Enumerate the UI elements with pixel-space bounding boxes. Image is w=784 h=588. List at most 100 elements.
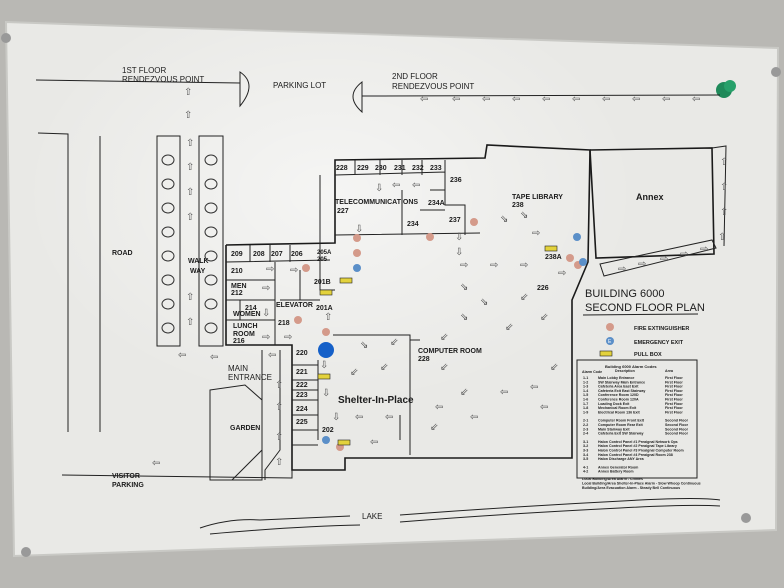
evacuation-arrow-icon: ⇨ [700, 244, 708, 255]
alarm-cell: Halon Control Panel #4 Preaignal Room 23… [598, 453, 673, 457]
fire-extinguisher-icon [566, 254, 574, 262]
evacuation-arrow-icon: ⇧ [720, 182, 728, 193]
alarm-cell: Second Floor [665, 432, 689, 436]
evacuation-arrow-icon: ⇘ [360, 340, 368, 351]
alarm-cell: Conference Room 120D [598, 393, 639, 397]
evacuation-arrow-icon: ⇨ [532, 228, 540, 239]
alarm-cell: First Floor [665, 380, 683, 384]
evacuation-arrow-icon: ⇨ [558, 268, 566, 279]
room-237: 237 [449, 217, 461, 224]
tree-icon [161, 226, 175, 238]
evacuation-arrow-icon: ⇩ [455, 232, 463, 243]
alarm-cell: Halon Control Panel #1 Preaignal Network… [598, 440, 678, 444]
alarm-cell: Halon Discharge ANY Area [598, 457, 645, 461]
evacuation-arrow-icon: ⇧ [186, 212, 194, 223]
alarm-cell: Computer Room Front Exit [598, 419, 645, 423]
evacuation-arrow-icon: ⇙ [440, 332, 448, 343]
parking-lot-label: PARKING LOT [273, 81, 326, 90]
alarm-cell: Halon Control Panel #2 Preaignal Tape Li… [598, 444, 677, 448]
tree-icon [161, 178, 175, 190]
evacuation-arrow-icon: ⇙ [390, 337, 398, 348]
room-214: 214 [245, 305, 257, 312]
evacuation-arrow-icon: ⇙ [550, 362, 558, 373]
room-233: 233 [430, 165, 442, 172]
alarm-cell: Cafeteria Area East Exit [598, 385, 639, 389]
evacuation-arrow-icon: ⇙ [540, 312, 548, 323]
evacuation-arrow-icon: ⇨ [284, 332, 292, 343]
second-floor-rendezvous-label: 2ND FLOOR [392, 72, 438, 81]
pull-box-icon [599, 350, 613, 357]
alarm-cell: Annex Generator Room [598, 465, 638, 469]
alarm-cell: Cafeteria Exit East Stairway [598, 389, 645, 393]
pull-box-icon [337, 439, 351, 446]
evacuation-arrow-icon: ⇙ [440, 362, 448, 373]
evacuation-arrow-icon: ⇦ [632, 94, 640, 105]
evacuation-arrow-icon: ⇨ [262, 332, 270, 343]
alarm-cell: First Floor [665, 406, 683, 410]
pull-box-icon [317, 373, 331, 380]
emergency-exit-icon [606, 337, 614, 345]
alarm-cell: Main Lobby Entrance [598, 376, 634, 380]
evacuation-arrow-icon: ⇦ [470, 412, 478, 423]
evacuation-arrow-icon: ⇙ [380, 362, 388, 373]
evacuation-arrow-icon: ⇦ [572, 94, 580, 105]
alarm-cell: 3-5 [583, 457, 588, 461]
evacuation-arrow-icon: ⇩ [332, 412, 340, 423]
fire-extinguisher-icon [322, 328, 330, 336]
blue-pushpin [318, 342, 334, 358]
fire-extinguisher-icon [294, 316, 302, 324]
alarm-cell: First Floor [665, 398, 683, 402]
evacuation-arrow-icon: ⇘ [480, 297, 488, 308]
room-230: 230 [375, 165, 387, 172]
mens-room: MEN [231, 283, 247, 290]
tree-icon [161, 202, 175, 214]
alarm-footer: Local Building/Area Alarm - Chimes [582, 477, 643, 481]
alarm-cell: 2-1 [583, 419, 588, 423]
evacuation-arrow-icon: ⇦ [392, 180, 400, 191]
room-234a: 234A [428, 200, 445, 207]
visitor-parking-label: PARKING [112, 482, 144, 489]
evacuation-arrow-icon: ⇧ [720, 157, 728, 168]
alarm-table-title: Building 6000 Alarm Codes [605, 364, 657, 369]
tree-icon [161, 322, 175, 334]
room-224: 224 [296, 406, 308, 413]
evacuation-arrow-icon: ⇦ [355, 412, 363, 423]
tape-library-label: TAPE LIBRARY [512, 194, 563, 201]
alarm-cell: First Floor [665, 376, 683, 380]
evacuation-arrow-icon: ⇨ [618, 264, 626, 275]
road: ROAD [37, 132, 133, 432]
evacuation-arrow-icon: ⇦ [435, 402, 443, 413]
lunch-room: LUNCH [233, 323, 258, 330]
evacuation-arrow-icon: ⇧ [186, 317, 194, 328]
evacuation-arrow-icon: ⇧ [275, 432, 283, 443]
second-floor-rendezvous-label: RENDEZVOUS POINT [392, 82, 474, 91]
screw-icon [741, 513, 751, 523]
alarm-cell: Second Floor [665, 423, 689, 427]
alarm-cell: Computer Room Rear Exit [598, 423, 644, 427]
alarm-cell: First Floor [665, 389, 683, 393]
alarm-cell: 1-9 [583, 410, 588, 414]
alarm-header: Description [615, 369, 635, 373]
room-201a: 201A [316, 305, 333, 312]
alarm-cell: 1-8 [583, 406, 588, 410]
screw-icon [21, 547, 31, 557]
evacuation-arrow-icon: ⇨ [460, 260, 468, 271]
evacuation-arrow-icon: ⇨ [520, 260, 528, 271]
alarm-cell: 1-2 [583, 380, 588, 384]
evacuation-arrow-icon: ⇧ [186, 292, 194, 303]
room-229: 229 [357, 165, 369, 172]
room-202: 202 [322, 427, 334, 434]
evacuation-arrow-icon: ⇧ [275, 380, 283, 391]
evacuation-arrow-icon: ⇙ [520, 292, 528, 303]
emergency-exit-icon [573, 233, 581, 241]
alarm-cell: Cafeteria Exit SW Stairway [598, 432, 644, 436]
plan-symbols: ⇧⇧⇧⇧⇧⇧⇧⇧⇦⇦⇦⇦⇦⇦⇦⇦⇦⇦⇩⇦⇦⇩⇩⇩⇘⇘⇨⇨⇨⇨⇨⇨⇨⇨⇨⇨⇧⇧⇧⇧… [152, 87, 728, 469]
evacuation-arrow-icon: ⇦ [500, 387, 508, 398]
room-221: 221 [296, 369, 308, 376]
alarm-header: Alarm Code [582, 370, 602, 374]
alarm-cell: 2-2 [583, 423, 588, 427]
evacuation-arrow-icon: ⇧ [184, 87, 192, 98]
telecommunications-label: TELECOMMUNICATIONS [335, 199, 418, 206]
evacuation-arrow-icon: ⇦ [530, 382, 538, 393]
evacuation-arrow-icon: ⇧ [186, 162, 194, 173]
